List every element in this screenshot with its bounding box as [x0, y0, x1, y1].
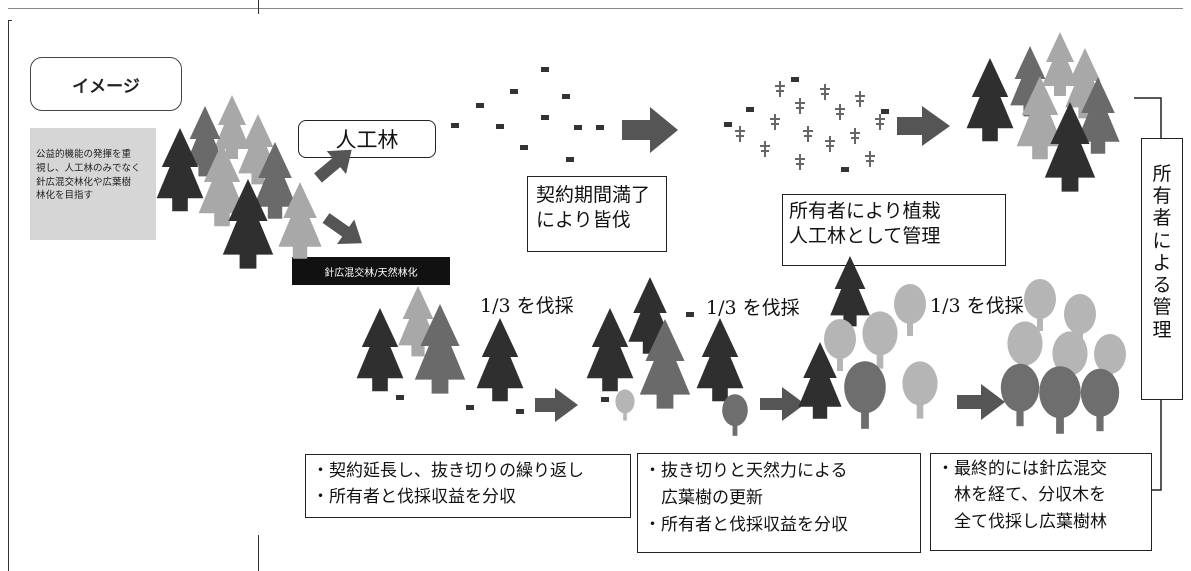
- arrow-right-icon-5: [957, 384, 1005, 420]
- managed-plantation-group: [966, 32, 1120, 192]
- clearcut-note: 契約期間満了 により皆伐: [527, 176, 667, 252]
- note-final-broadleaf: ・最終的には針広混交 林を経て、分収木を 全て伐採し広葉樹林: [930, 453, 1152, 551]
- replant-note: 所有者により植栽 人工林として管理: [782, 194, 1006, 266]
- artificial-forest-text: 人工林: [335, 128, 399, 152]
- connector-bottom: [1152, 400, 1162, 491]
- arrow-right-icon-2: [897, 106, 950, 146]
- mixed-stage-3-group: [798, 256, 938, 429]
- connector-top: [1134, 97, 1162, 138]
- frame-corner: [8, 20, 12, 21]
- cut-label-2: 1/3 を伐採: [706, 297, 800, 319]
- owner-management-label: 所 有 者 に よ る 管 理: [1141, 138, 1183, 400]
- image-label-box: イメージ: [30, 57, 182, 111]
- clearcut-stumps-group: [451, 67, 604, 162]
- cut-label-3: 1/3 を伐採: [930, 295, 1024, 317]
- cut-label-1: 1/3 を伐採: [480, 295, 574, 317]
- arrow-down-right-icon: [322, 213, 363, 245]
- image-label-text: イメージ: [72, 76, 140, 97]
- frame-top-line: [8, 8, 1183, 9]
- arrow-up-right-icon: [314, 149, 352, 183]
- sapling-stumps-group: [724, 77, 889, 172]
- mixed-forest-label: 針広混交林/天然林化: [292, 257, 450, 285]
- broadleaf-stage-4-group: [1000, 279, 1126, 434]
- artificial-forest-label: 人工林: [298, 120, 436, 158]
- frame-tick-bottom: [258, 535, 259, 571]
- frame-left-line: [8, 20, 9, 571]
- frame-tick-top: [258, 0, 259, 14]
- arrow-right-icon-3: [535, 388, 578, 422]
- initial-forest-group: [156, 95, 322, 269]
- note-natural-regeneration: ・抜き切りと天然力による 広葉樹の更新 ・所有者と伐採収益を分収: [637, 453, 921, 553]
- note-extension: ・契約延長し、抜き切りの繰り返し ・所有者と伐採収益を分収: [305, 454, 631, 518]
- planted-saplings-group: [735, 81, 885, 170]
- thinning-stage-2-group: [586, 277, 748, 436]
- goal-description-box: 公益的機能の発揮を重 視し、人工林のみでなく 針広混交林化や広葉樹 林化を目指す: [30, 128, 156, 240]
- arrow-right-icon-4: [760, 387, 805, 421]
- thinning-stage-1-group: [356, 286, 524, 402]
- arrow-right-icon-1: [622, 107, 678, 153]
